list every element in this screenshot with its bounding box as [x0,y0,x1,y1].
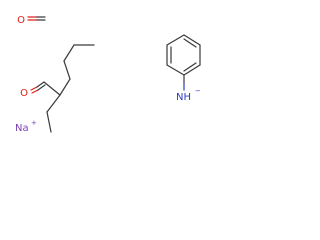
sodium-label: Na [15,123,29,134]
formaldehyde-oxygen-label: O [17,15,25,26]
carbonyl-alpha-bond [43,81,61,96]
ring-inner-double-1 [183,38,197,48]
sodium-positive-charge: + [31,119,37,127]
ring-bond-4 [166,64,185,76]
formaldehyde-molecule: O [17,15,46,26]
anilide-molecule: NH − [166,34,201,103]
aldehyde-double-bond-b-carbon [37,84,46,91]
ethyl-bond-2 [46,111,52,133]
anilide-negative-charge: − [195,87,201,95]
aldehyde-double-bond-a-carbon [36,81,45,88]
chemical-structure-drawing: O O NH − [15,15,201,134]
aldehyde-oxygen-label: O [20,88,28,99]
ring-inner-double-2 [183,62,197,72]
aldehyde-double-bond-a [30,86,38,91]
sodium-ion: Na + [15,119,37,134]
ethyl-bond-1 [46,94,61,113]
ring-bond-1 [183,34,201,46]
ring-bond-3 [183,64,201,76]
butyl-bond-3 [63,44,75,62]
structure-canvas: O O NH − [0,0,234,160]
butyl-bond-1 [59,78,71,96]
ring-bond-6 [166,34,185,46]
ethylhexanal-molecule: O [20,44,95,133]
aldehyde-double-bond-b [31,89,39,94]
butyl-bond-2 [63,60,71,80]
anilide-nitrogen-label: NH [176,92,191,103]
